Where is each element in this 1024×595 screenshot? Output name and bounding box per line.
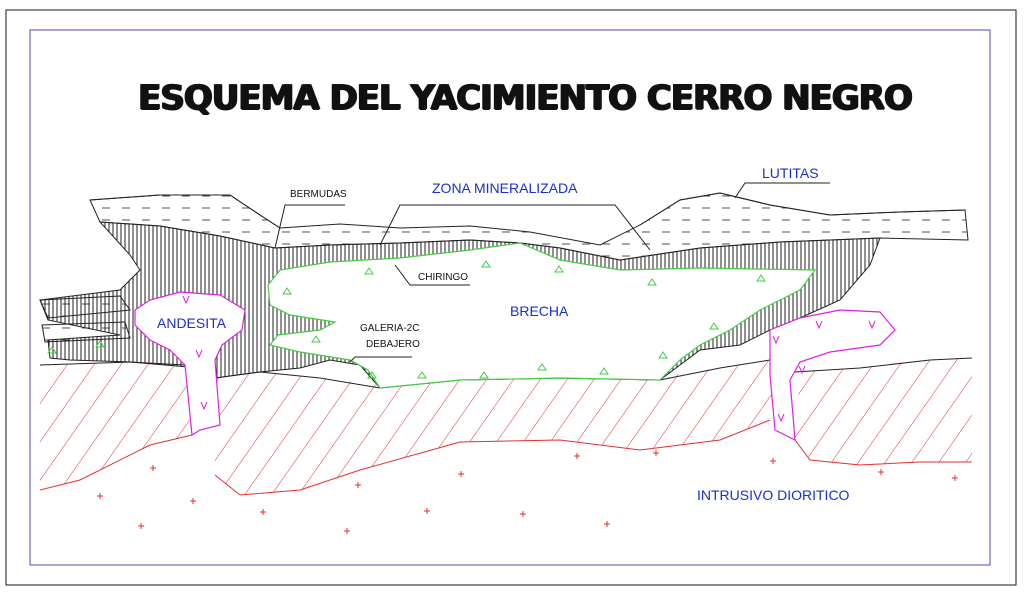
brecha-body bbox=[267, 242, 817, 389]
brecha-triangle-symbols bbox=[47, 260, 766, 379]
left-lutita-tongue-2 bbox=[41, 321, 131, 343]
top-surface-line bbox=[89, 192, 966, 229]
label-galeria: GALERIA-2C bbox=[360, 323, 420, 334]
label-bermudas: BERMUDAS bbox=[290, 189, 347, 200]
label-chiringo: CHIRINGO bbox=[418, 272, 468, 283]
andesita-v-symbols bbox=[182, 295, 876, 423]
left-lutita-tongue bbox=[39, 295, 131, 319]
intrusivo-dioritico-hatch-right bbox=[795, 358, 972, 465]
inner-frame bbox=[29, 29, 991, 566]
label-leader-lines bbox=[274, 182, 830, 363]
diorite-plus-symbols bbox=[97, 450, 958, 534]
intrusivo-dioritico-hatch bbox=[40, 362, 192, 490]
intrusivo-dioritico-hatch-center bbox=[215, 360, 775, 495]
intrusivo-boundary bbox=[39, 419, 972, 496]
label-andesita: ANDESITA bbox=[157, 315, 226, 331]
outer-frame bbox=[5, 9, 1017, 586]
label-debajero: DEBAJERO bbox=[366, 339, 420, 350]
andesita-body-left bbox=[134, 291, 246, 437]
label-intrusivo-dioritico: INTRUSIVO DIORITICO bbox=[697, 487, 850, 503]
label-brecha: BRECHA bbox=[510, 303, 569, 319]
diagram-title: ESQUEMA DEL YACIMIENTO CERRO NEGRO bbox=[138, 78, 913, 118]
label-lutitas: LUTITAS bbox=[762, 165, 819, 181]
label-zona-mineralizada: ZONA MINERALIZADA bbox=[432, 180, 578, 196]
andesita-body-right bbox=[769, 309, 896, 442]
